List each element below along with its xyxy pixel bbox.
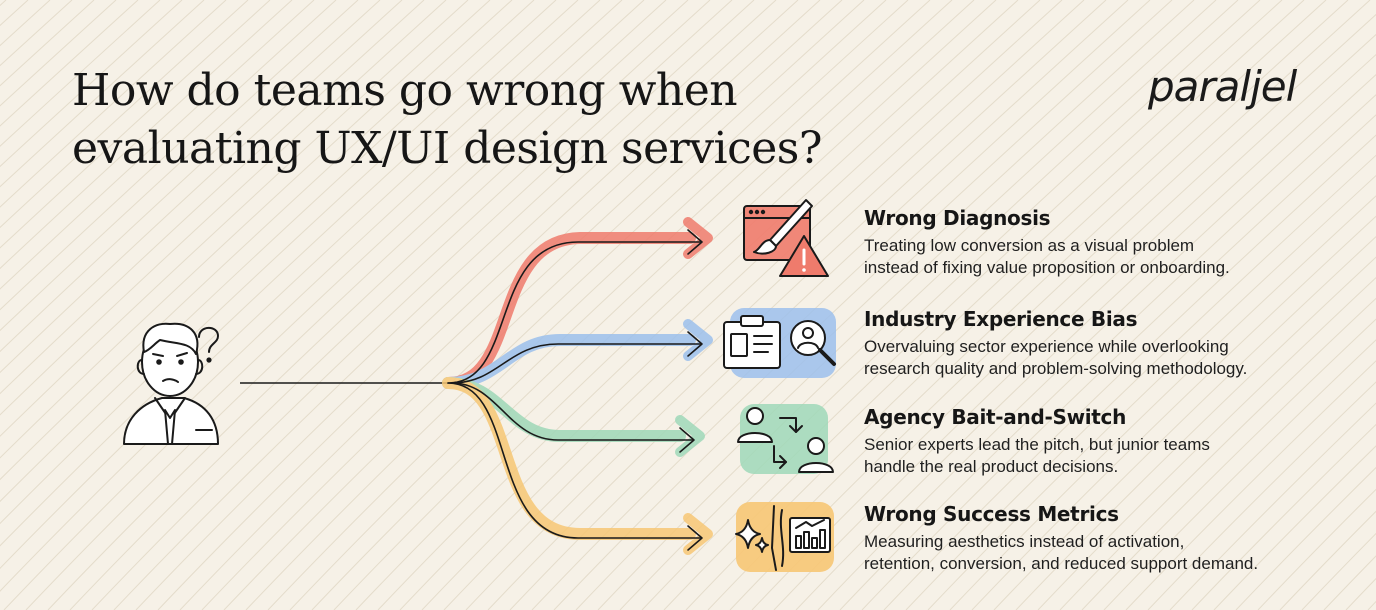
item-description: Treating low conversion as a visual prob… bbox=[864, 235, 1334, 279]
browser-paintbrush-warning-icon bbox=[743, 199, 829, 277]
page-title: How do teams go wrong when evaluating UX… bbox=[72, 62, 822, 178]
item-description-line-1: Senior experts lead the pitch, but junio… bbox=[864, 435, 1210, 454]
item-description-line-1: Measuring aesthetics instead of activati… bbox=[864, 532, 1185, 551]
item-description: Senior experts lead the pitch, but junio… bbox=[864, 434, 1334, 478]
item-title: Wrong Success Metrics bbox=[864, 502, 1119, 526]
person-swap-icon bbox=[737, 404, 834, 474]
page-title-line-1: How do teams go wrong when bbox=[72, 65, 738, 116]
item-description-line-1: Overvaluing sector experience while over… bbox=[864, 337, 1229, 356]
confused-person-icon bbox=[123, 322, 219, 445]
sparkle-vs-chart-icon bbox=[735, 502, 834, 572]
brand-logo: paraljel bbox=[1148, 62, 1297, 111]
item-title: Industry Experience Bias bbox=[864, 307, 1138, 331]
item-description-line-2: retention, conversion, and reduced suppo… bbox=[864, 554, 1259, 573]
item-description: Measuring aesthetics instead of activati… bbox=[864, 531, 1334, 575]
item-industry-experience-bias: Industry Experience Bias Overvaluing sec… bbox=[864, 306, 1334, 380]
item-agency-bait-and-switch: Agency Bait-and-Switch Senior experts le… bbox=[864, 404, 1334, 478]
item-description-line-2: handle the real product decisions. bbox=[864, 457, 1119, 476]
item-wrong-diagnosis: Wrong Diagnosis Treating low conversion … bbox=[864, 205, 1334, 279]
item-wrong-success-metrics: Wrong Success Metrics Measuring aestheti… bbox=[864, 501, 1334, 575]
item-description-line-2: research quality and problem-solving met… bbox=[864, 359, 1248, 378]
item-description-line-1: Treating low conversion as a visual prob… bbox=[864, 236, 1195, 255]
item-description-line-2: instead of fixing value proposition or o… bbox=[864, 258, 1230, 277]
item-description: Overvaluing sector experience while over… bbox=[864, 336, 1334, 380]
id-badge-magnifier-icon bbox=[723, 308, 836, 378]
item-title: Agency Bait-and-Switch bbox=[864, 405, 1127, 429]
item-title: Wrong Diagnosis bbox=[864, 206, 1051, 230]
page-title-line-2: evaluating UX/UI design services? bbox=[72, 123, 822, 174]
